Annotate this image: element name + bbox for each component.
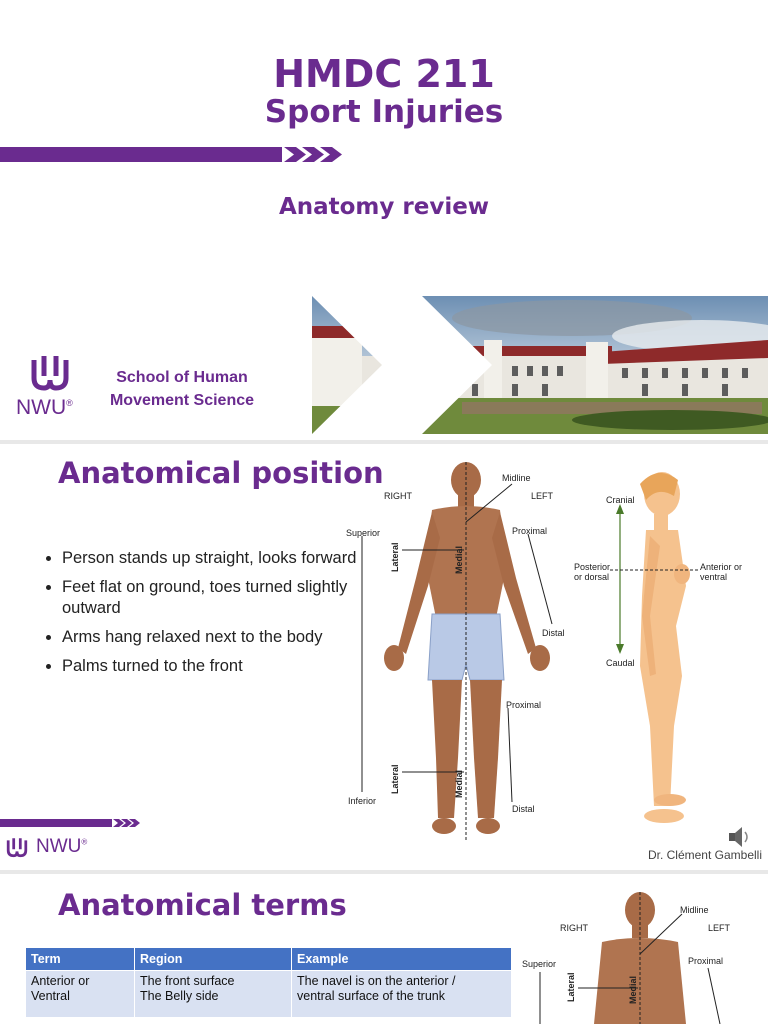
bullet-item: Feet flat on ground, toes turned slightl… xyxy=(62,577,372,619)
label-distal: Distal xyxy=(542,628,565,638)
slide-title: Anatomical position xyxy=(58,456,384,490)
table-cell: The navel is on the anterior / ventral s… xyxy=(291,970,512,1017)
table-cell: Anterior or Ventral xyxy=(26,970,135,1017)
table-header-row: Term Region Example xyxy=(26,948,512,971)
table-row: Anterior or Ventral The front surface Th… xyxy=(26,970,512,1017)
label-left: LEFT xyxy=(531,491,554,501)
label-midline: Midline xyxy=(680,905,709,915)
author-credit: Dr. Clément Gambelli xyxy=(647,848,762,862)
label-proximal: Proximal xyxy=(688,956,723,966)
footer-nwu-logo: NWU® xyxy=(6,834,106,860)
slide-separator xyxy=(0,440,768,444)
column-header: Example xyxy=(291,948,512,971)
label-right: RIGHT xyxy=(560,923,589,933)
purple-arrow-stripe-small xyxy=(0,819,140,827)
label-proximal: Proximal xyxy=(512,526,547,536)
label-midline: Midline xyxy=(502,473,531,483)
title-slide: HMDC 211 Sport Injuries Anatomy review N… xyxy=(0,0,768,440)
label-right: RIGHT xyxy=(384,491,413,501)
anatomical-terms-figure: RIGHT LEFT Midline Superior Proximal Lat… xyxy=(522,892,731,1024)
label-lateral: Lateral xyxy=(566,972,576,1002)
anatomical-position-slide: Anatomical position Person stands up str… xyxy=(0,444,768,870)
label-medial-2: Medial xyxy=(454,770,464,798)
slide-subtitle: Anatomy review xyxy=(278,194,490,220)
bullet-item: Arms hang relaxed next to the body xyxy=(62,627,372,648)
bullet-list: Person stands up straight, looks forward… xyxy=(42,548,372,685)
label-proximal-2: Proximal xyxy=(506,700,541,710)
column-header: Term xyxy=(26,948,135,971)
label-superior: Superior xyxy=(346,528,380,538)
label-medial: Medial xyxy=(454,546,464,574)
nwu-emblem-icon xyxy=(31,356,69,391)
anatomical-terms-slide: Anatomical terms Term Region Example Ant… xyxy=(0,874,768,1024)
label-anterior: Anterior or xyxy=(700,562,742,572)
label-cranial: Cranial xyxy=(606,495,635,505)
male-body-figure xyxy=(384,462,550,834)
campus-photo xyxy=(312,296,768,434)
table-cell: The front surface The Belly side xyxy=(134,970,292,1017)
course-name: Sport Injuries xyxy=(264,94,504,130)
sagittal-position-figure: Cranial Caudal Posterior or dorsal Anter… xyxy=(574,472,742,823)
terms-table: Term Region Example Anterior or Ventral … xyxy=(26,948,512,1017)
nwu-logo-text: NWU® xyxy=(16,396,73,419)
nwu-logo: NWU® xyxy=(16,352,96,424)
label-left: LEFT xyxy=(708,923,731,933)
school-name: School of Human Movement Science xyxy=(109,369,255,409)
label-ventral: ventral xyxy=(700,572,727,582)
label-distal-2: Distal xyxy=(512,804,535,814)
label-posterior: Posterior xyxy=(574,562,610,572)
female-side-figure xyxy=(640,472,690,823)
column-header: Region xyxy=(134,948,292,971)
slide-title: Anatomical terms xyxy=(58,888,347,922)
speaker-icon[interactable] xyxy=(726,824,752,854)
nwu-emblem-icon xyxy=(6,838,28,858)
label-lateral-2: Lateral xyxy=(390,764,400,794)
bullet-item: Person stands up straight, looks forward xyxy=(62,548,372,569)
bullet-item: Palms turned to the front xyxy=(62,656,372,677)
purple-arrow-stripe xyxy=(0,147,342,162)
anatomical-position-figure: RIGHT LEFT Midline Superior Inferior Pro… xyxy=(346,462,565,842)
label-lateral: Lateral xyxy=(390,542,400,572)
label-medial: Medial xyxy=(628,976,638,1004)
label-caudal: Caudal xyxy=(606,658,635,668)
label-inferior: Inferior xyxy=(348,796,376,806)
course-code: HMDC 211 xyxy=(273,52,495,96)
label-superior: Superior xyxy=(522,959,556,969)
label-or-dorsal: or dorsal xyxy=(574,572,609,582)
slide-separator xyxy=(0,870,768,874)
